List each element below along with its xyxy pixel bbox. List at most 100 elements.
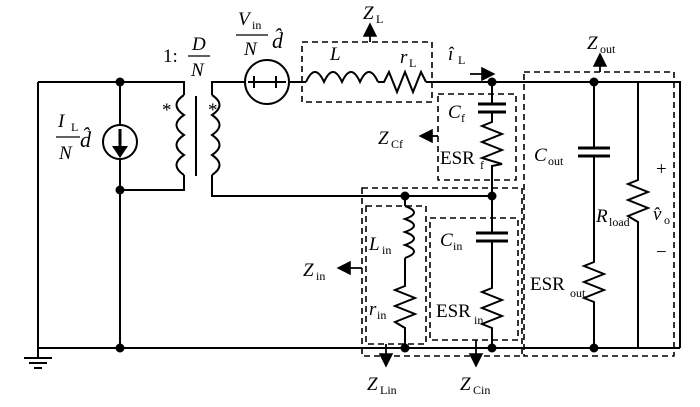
label-subscript: o: [664, 213, 670, 227]
label-text: î: [448, 44, 455, 65]
impedance-zin: Z in: [303, 260, 362, 283]
capacitor-cf-label: C f: [448, 102, 465, 125]
inductor-l-label: L: [329, 44, 341, 65]
resistor-esr-f-label: ESR f: [440, 148, 484, 172]
current-source: [102, 124, 138, 160]
impedance-zcf: Z Cf: [378, 128, 438, 151]
resistor-esr-out: [581, 258, 607, 304]
label-text: v̂: [653, 204, 662, 225]
junction-dot: [487, 343, 497, 353]
impedance-zl: Z L: [362, 3, 383, 42]
ground-rail: [37, 82, 680, 349]
capacitor-cin: [476, 231, 508, 243]
resistor-esr-in-label: ESR in: [436, 301, 483, 327]
inductor-l: [305, 71, 379, 85]
label-subscript: Cf: [391, 137, 403, 151]
zl-dashed-box: [301, 41, 433, 103]
primary-bottom-wire: [120, 175, 185, 191]
ground-icon: [24, 357, 52, 369]
label-subscript: in: [377, 308, 386, 322]
current-source-label: I L N d̂: [56, 111, 92, 164]
zout-dashed-box: [523, 71, 675, 357]
secondary-dot-mark: *: [208, 100, 218, 121]
voltage-source-label: V in N d̂: [236, 9, 284, 60]
label-text: C: [534, 145, 547, 166]
label-text: ESR: [440, 148, 475, 169]
resistor-rin: [392, 282, 418, 334]
current-il-arrow: î L: [448, 44, 496, 82]
label-subscript: out: [600, 42, 616, 56]
label-subscript: load: [609, 215, 630, 229]
zin-dashed-box: [361, 187, 523, 357]
label-subscript: out: [548, 154, 564, 168]
junction-dot: [115, 77, 125, 87]
label-text: N: [58, 143, 73, 164]
label-subscript: in: [252, 18, 261, 32]
primary-top-wire: [38, 81, 185, 95]
impedance-zcin: Z Cin: [460, 340, 490, 397]
label-text: R: [595, 206, 608, 227]
junction-dot: [115, 343, 125, 353]
plus-sign: +: [656, 159, 667, 180]
label-subscript: f: [461, 111, 465, 125]
label-text: Z: [378, 128, 389, 149]
junction-dot: [400, 343, 410, 353]
capacitor-cout: [578, 146, 610, 158]
label-text: Z: [303, 260, 314, 281]
capacitor-cf: [478, 102, 506, 114]
junction-dot: [115, 185, 125, 195]
label-text: r: [369, 299, 377, 320]
label-text: C: [448, 102, 461, 123]
label-text: d̂: [80, 127, 92, 152]
resistor-rin-label: r in: [369, 299, 386, 322]
label-subscript: in: [382, 243, 391, 257]
voltage-source: [244, 59, 290, 105]
label-text: Z: [367, 374, 378, 395]
label-subscript: L: [458, 53, 465, 67]
label-subscript: Cin: [473, 383, 490, 397]
junction-dot: [487, 77, 497, 87]
label-text: D: [191, 34, 206, 55]
label-text: ESR: [436, 301, 471, 322]
label-text: C: [440, 230, 453, 251]
zcin-dashed-box: [429, 217, 519, 341]
inductor-lin-label: L in: [368, 234, 391, 257]
label-subscript: in: [474, 313, 483, 327]
zlin-dashed-box: [365, 205, 427, 345]
resistor-esr-out-label: ESR out: [530, 274, 586, 300]
capacitor-cout-label: C out: [534, 145, 564, 168]
junction-dot: [487, 191, 497, 201]
label-subscript: out: [570, 286, 586, 300]
label-subscript: f: [480, 158, 484, 172]
label-text: Z: [587, 33, 598, 54]
resistor-esr-f: [478, 118, 505, 170]
turns-ratio-label: 1: D N: [163, 34, 210, 81]
label-text: N: [190, 60, 205, 81]
impedance-zout: Z out: [587, 33, 616, 72]
secondary-bottom-wire: [211, 175, 492, 197]
label-text: Z: [363, 3, 374, 24]
label-subscript: in: [453, 239, 462, 253]
label-subscript: Lin: [380, 383, 397, 397]
label-text: V: [238, 9, 252, 30]
capacitor-cin-label: C in: [440, 230, 462, 253]
resistor-esr-in: [479, 284, 505, 330]
label-subscript: L: [376, 12, 383, 26]
impedance-zlin: Z Lin: [367, 344, 397, 397]
label-text: r: [400, 47, 408, 68]
junction-dot: [589, 343, 599, 353]
resistor-rload: [625, 176, 651, 226]
label-text: d̂: [272, 28, 284, 53]
resistor-rload-label: R load: [595, 206, 630, 229]
junction-dot: [400, 191, 410, 201]
label-text: N: [243, 39, 258, 60]
label-subscript: L: [71, 120, 78, 134]
label-text: ESR: [530, 274, 565, 295]
primary-coil: [175, 94, 186, 176]
label-text: I: [57, 111, 66, 132]
secondary-coil: [210, 94, 221, 176]
main-top-rail: [426, 81, 681, 348]
transformer: * *: [162, 94, 221, 176]
